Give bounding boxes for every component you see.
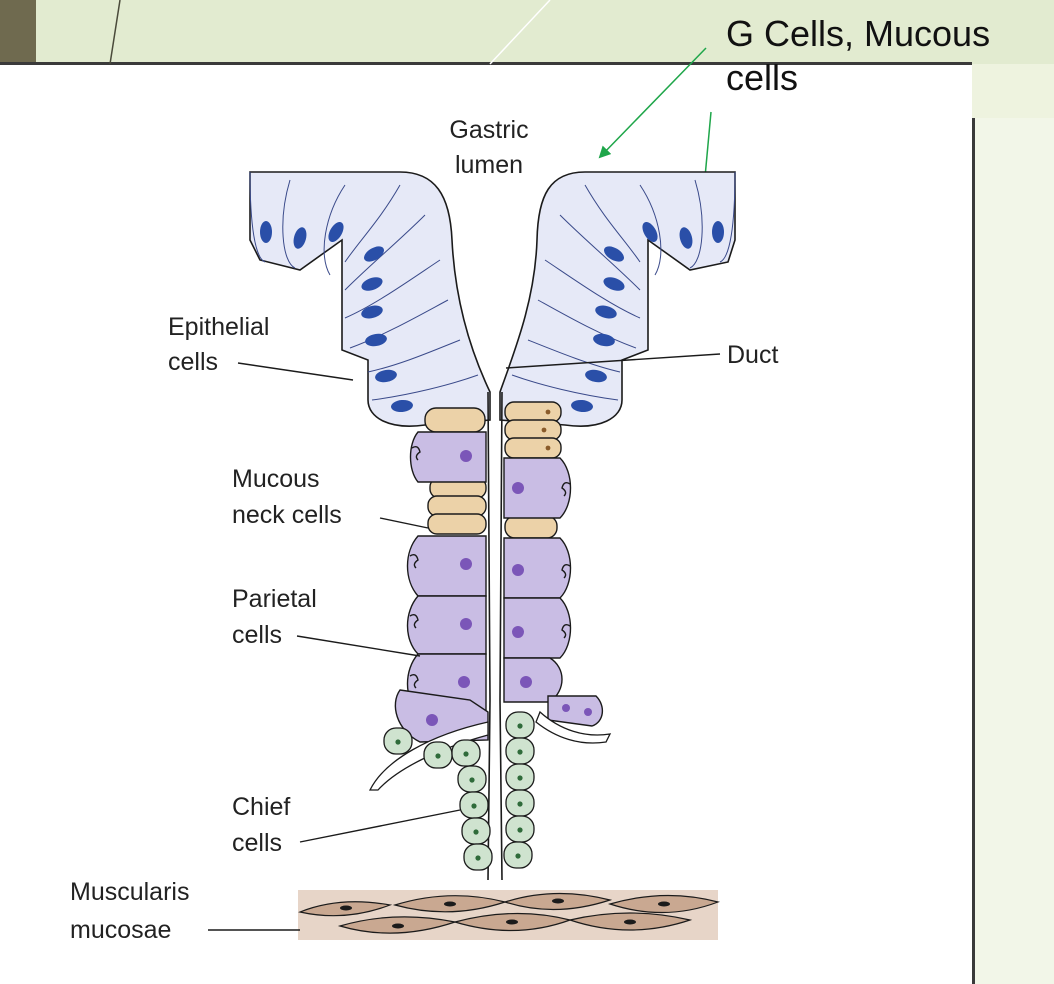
parietal-cells-left (394, 431, 489, 743)
duct-leader (505, 353, 721, 369)
label-gastric-lumen-line2: lumen (455, 151, 523, 179)
chief-cells-right (503, 710, 612, 869)
annotation-caption: G Cells, Mucous cells (726, 12, 990, 100)
label-parietal-line2: cells (232, 621, 282, 649)
muscularis-mucosae-layer (297, 890, 720, 940)
label-mucous-neck-line2: neck cells (232, 501, 342, 529)
decorative-line (489, 0, 551, 65)
annotation-arrow-lumen (598, 47, 707, 159)
label-gastric-lumen-line1: Gastric (449, 116, 528, 144)
chief-cells-leader (299, 809, 461, 843)
annotation-line-1: G Cells, Mucous (726, 13, 991, 54)
epithelial-cells-leader (237, 362, 354, 381)
parietal-cells-leader (296, 635, 421, 657)
chief-cells-left (368, 721, 493, 871)
label-mucous-neck-line1: Mucous (232, 465, 320, 493)
label-muscularis-line1: Muscularis (70, 878, 189, 906)
label-epithelial-line2: cells (168, 348, 218, 376)
parietal-cells-right (503, 457, 603, 727)
label-chief-line2: cells (232, 829, 282, 857)
mucous-neck-cells-left (424, 407, 487, 535)
label-parietal-line1: Parietal (232, 585, 317, 613)
epithelial-cells-left (249, 171, 491, 427)
epithelial-cells-right (499, 171, 736, 427)
mucous-neck-cells-leader (379, 517, 429, 529)
slide-accent-strip (0, 0, 36, 64)
label-epithelial-line1: Epithelial (168, 313, 269, 341)
duct-wall-left (487, 391, 491, 881)
label-chief-line1: Chief (232, 793, 290, 821)
slide-side-panel (972, 118, 1054, 984)
label-muscularis-line2: mucosae (70, 916, 171, 944)
label-duct: Duct (727, 341, 778, 369)
mucous-neck-cells-right (504, 401, 562, 539)
duct-wall-right (499, 391, 503, 881)
slide-header-band (36, 0, 1054, 64)
decorative-line (109, 0, 121, 65)
annotation-line-2: cells (726, 57, 799, 98)
